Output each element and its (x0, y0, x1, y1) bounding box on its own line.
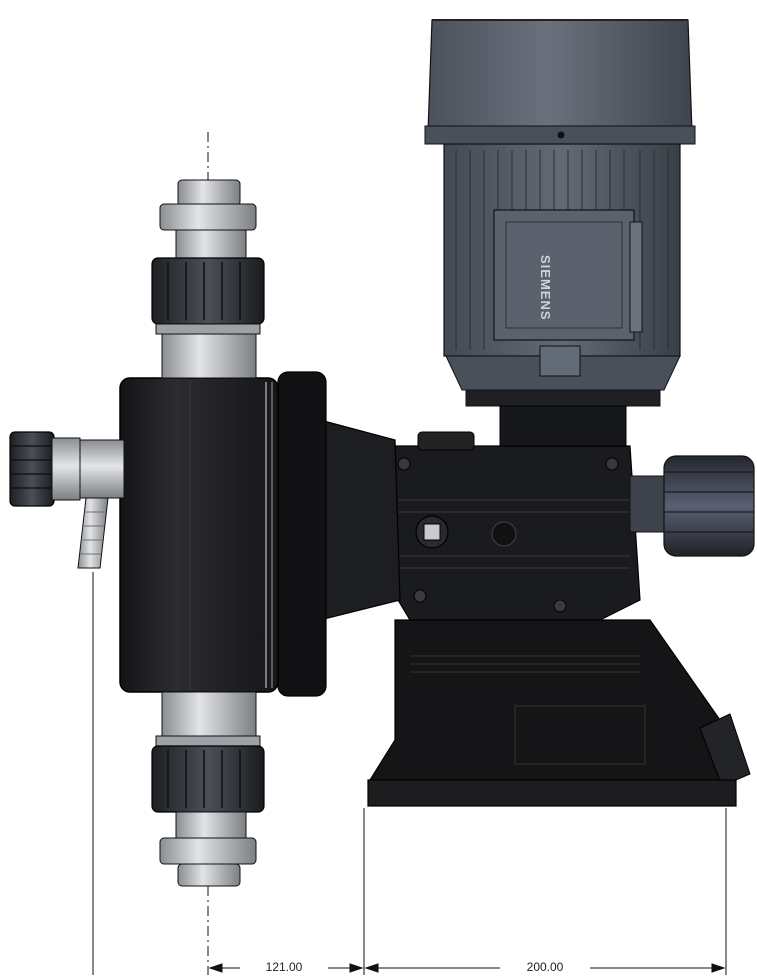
discharge-valve (151, 179, 265, 379)
dimension-label-offset: 121.00 (266, 960, 303, 974)
dimension-lines (92, 132, 727, 975)
motor-brand-label: SIEMENS (538, 255, 553, 321)
gearbox-and-base (367, 431, 751, 807)
bleed-valve-fitting (9, 431, 125, 569)
motor: SIEMENS (424, 19, 696, 447)
pump-head (119, 371, 401, 697)
stroke-adjustment-knob (629, 455, 755, 557)
suction-valve (151, 691, 265, 887)
dimension-label-base: 200.00 (527, 960, 564, 974)
